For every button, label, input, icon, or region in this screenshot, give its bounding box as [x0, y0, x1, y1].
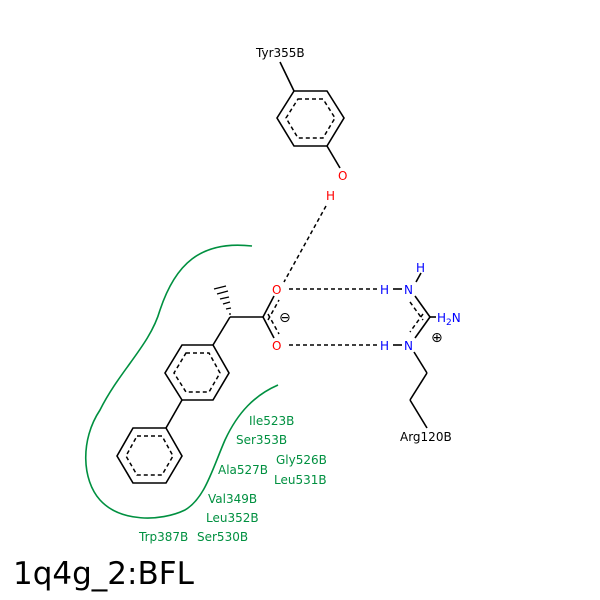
hbond-tyr	[283, 205, 327, 283]
residue-label: Gly526B	[276, 453, 327, 467]
ligand	[116, 285, 280, 484]
arg-h2n: H2N	[437, 311, 461, 328]
arg-h-2: H	[380, 339, 389, 353]
tyr-hydrogen: H	[326, 189, 335, 203]
residue-label: Ile523B	[249, 414, 294, 428]
hashed-wedge	[213, 285, 232, 315]
arg-n-1: N	[404, 283, 413, 297]
negative-charge-icon: ⊖	[279, 310, 291, 326]
residue-label: Trp387B	[138, 530, 188, 544]
diagram-title: 1q4g_2:BFL	[13, 556, 195, 592]
arginine	[393, 272, 436, 429]
arg-n-2: N	[404, 339, 413, 353]
positive-charge-icon: ⊕	[431, 330, 443, 346]
residue-label: Ser530B	[197, 530, 248, 544]
hydrophobic-contour	[85, 244, 279, 519]
arg-h-top: H	[416, 261, 425, 275]
tyrosine-ring	[276, 61, 345, 169]
tyr-label: Tyr355B	[255, 46, 305, 60]
residue-label: Leu352B	[206, 511, 259, 525]
residue-label: Val349B	[208, 492, 257, 506]
residue-label: Ser353B	[236, 433, 287, 447]
ligand-oxygen-2: O	[272, 339, 281, 353]
tyr-oxygen: O	[338, 169, 347, 183]
ligand-oxygen-1: O	[272, 283, 281, 297]
residue-label: Ala527B	[218, 463, 268, 477]
arg-label: Arg120B	[400, 430, 452, 444]
residue-label: Leu531B	[274, 473, 327, 487]
arg-h-1: H	[380, 283, 389, 297]
